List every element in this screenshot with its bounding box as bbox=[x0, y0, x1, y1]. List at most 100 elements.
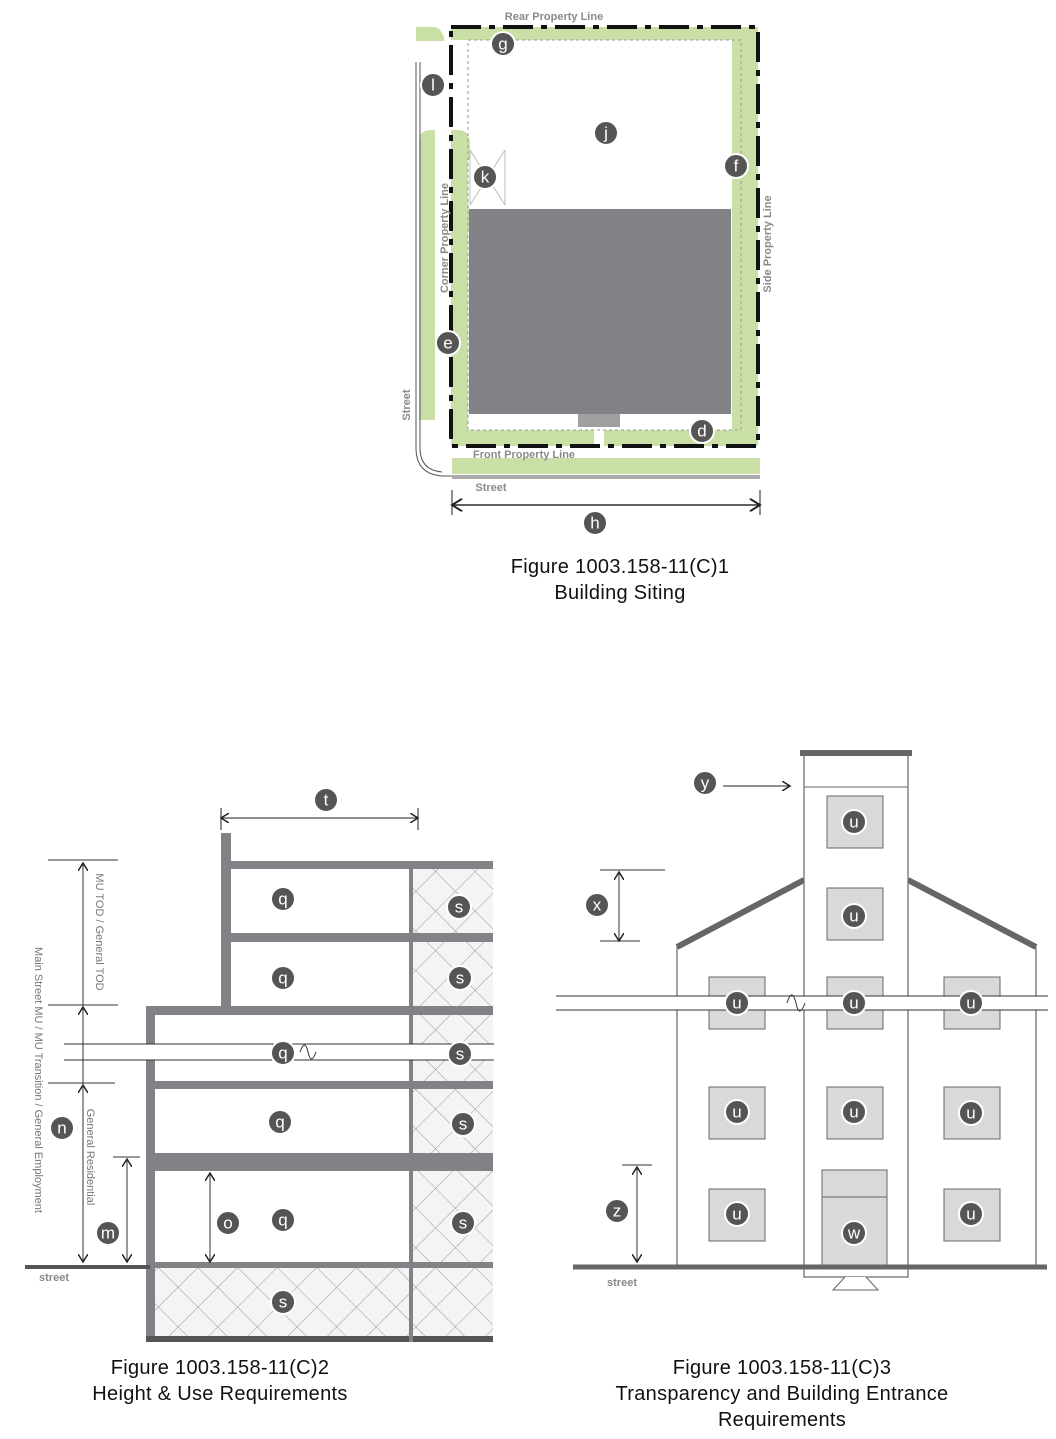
side-property-line-label: Side Property Line bbox=[762, 195, 774, 292]
property-line bbox=[449, 25, 760, 448]
marker-figure2: n bbox=[49, 1115, 75, 1141]
marker-letter: s bbox=[279, 1293, 288, 1312]
mu-tod-label: MU TOD / General TOD bbox=[93, 873, 105, 990]
marker-figure1: h bbox=[582, 510, 608, 536]
marker-circle-icon bbox=[724, 1201, 750, 1227]
marker-figure3: u bbox=[958, 1201, 984, 1227]
marker-circle-icon bbox=[49, 1115, 75, 1141]
marker-letter: f bbox=[734, 157, 739, 176]
marker-letter: s bbox=[459, 1115, 468, 1134]
marker-letter: g bbox=[498, 35, 507, 54]
marker-figure3: u bbox=[724, 990, 750, 1016]
marker-figure3: x bbox=[584, 892, 610, 918]
marker-circle-icon bbox=[593, 120, 619, 146]
marker-letter: e bbox=[443, 334, 452, 353]
marker-circle-icon bbox=[215, 1210, 241, 1236]
marker-letter: q bbox=[275, 1113, 284, 1132]
figure3-caption-title-cont: Requirements bbox=[717, 1409, 847, 1431]
marker-figure2: q bbox=[270, 1207, 296, 1233]
marker-circle-icon bbox=[841, 1220, 867, 1246]
marker-letter: y bbox=[701, 774, 710, 793]
figure2-caption-number: Figure 1003.158-11(C)2 bbox=[110, 1357, 330, 1379]
marker-figure1: g bbox=[490, 31, 516, 57]
street-left-label: Street bbox=[401, 389, 413, 421]
figure-height-use: MU TOD / General TOD Main Street MU / MU… bbox=[25, 808, 494, 1342]
figure1-caption-number: Figure 1003.158-11(C)1 bbox=[510, 556, 730, 578]
marker-letter: q bbox=[278, 969, 287, 988]
marker-figure1: k bbox=[472, 164, 498, 190]
marker-letter: h bbox=[590, 514, 599, 533]
marker-figure1: l bbox=[420, 72, 446, 98]
marker-circle-icon bbox=[270, 886, 296, 912]
marker-letter: s bbox=[455, 898, 464, 917]
general-residential-label: General Residential bbox=[84, 1109, 96, 1206]
marker-circle-icon bbox=[472, 164, 498, 190]
marker-letter: s bbox=[456, 969, 465, 988]
marker-circle-icon bbox=[95, 1220, 121, 1246]
street-label-fig3: street bbox=[607, 1277, 637, 1289]
figure-building-siting: Rear Property Line Side Property Line Co… bbox=[401, 11, 774, 515]
marker-circle-icon bbox=[724, 1099, 750, 1125]
street-verge-front bbox=[452, 458, 760, 474]
marker-figure2: s bbox=[270, 1289, 296, 1315]
marker-figure3: w bbox=[841, 1220, 867, 1246]
marker-letter: u bbox=[732, 1205, 741, 1224]
marker-figure2: s bbox=[447, 965, 473, 991]
rear-property-line-label: Rear Property Line bbox=[505, 11, 603, 23]
marker-circle-icon bbox=[841, 1099, 867, 1125]
marker-figure1: d bbox=[689, 418, 715, 444]
marker-letter: u bbox=[732, 994, 741, 1013]
front-property-line-label: Front Property Line bbox=[473, 449, 575, 461]
marker-figure2: s bbox=[450, 1111, 476, 1137]
marker-figure2: t bbox=[313, 787, 339, 813]
figure3-caption-title: Transparency and Building Entrance bbox=[615, 1383, 949, 1405]
marker-letter: q bbox=[278, 1211, 287, 1230]
marker-letter: q bbox=[278, 1044, 287, 1063]
marker-circle-icon bbox=[958, 1201, 984, 1227]
marker-circle-icon bbox=[582, 510, 608, 536]
marker-letter: u bbox=[966, 1205, 975, 1224]
marker-circle-icon bbox=[841, 903, 867, 929]
street-verge-left bbox=[419, 130, 435, 420]
marker-figure1: e bbox=[435, 330, 461, 356]
marker-circle-icon bbox=[270, 1040, 296, 1066]
marker-circle-icon bbox=[435, 330, 461, 356]
marker-figure3: z bbox=[604, 1198, 630, 1224]
marker-circle-icon bbox=[270, 1207, 296, 1233]
marker-figure3: u bbox=[724, 1099, 750, 1125]
marker-figure2: s bbox=[447, 1041, 473, 1067]
marker-figure3: u bbox=[841, 903, 867, 929]
marker-figure3: u bbox=[841, 1099, 867, 1125]
marker-figure2: q bbox=[270, 886, 296, 912]
main-street-label: Main Street MU / MU Transition / General… bbox=[32, 947, 44, 1213]
marker-circle-icon bbox=[724, 990, 750, 1016]
marker-circle-icon bbox=[447, 1041, 473, 1067]
marker-letter: u bbox=[966, 994, 975, 1013]
figure2-caption-title: Height & Use Requirements bbox=[92, 1383, 348, 1405]
marker-figure1: j bbox=[593, 120, 619, 146]
marker-figure2: o bbox=[215, 1210, 241, 1236]
marker-letter: u bbox=[732, 1103, 741, 1122]
marker-figure3: u bbox=[958, 1100, 984, 1126]
marker-circle-icon bbox=[420, 72, 446, 98]
marker-letter: t bbox=[324, 791, 329, 810]
street-bottom-label: Street bbox=[475, 482, 507, 494]
marker-letter: z bbox=[613, 1202, 622, 1221]
marker-figure1: f bbox=[723, 153, 749, 179]
marker-circle-icon bbox=[841, 990, 867, 1016]
marker-figure3: u bbox=[841, 809, 867, 835]
marker-circle-icon bbox=[958, 1100, 984, 1126]
marker-figure3: u bbox=[724, 1201, 750, 1227]
marker-circle-icon bbox=[584, 892, 610, 918]
marker-figure2: q bbox=[267, 1109, 293, 1135]
marker-circle-icon bbox=[267, 1109, 293, 1135]
marker-figure3: y bbox=[692, 770, 718, 796]
marker-circle-icon bbox=[446, 894, 472, 920]
figure2-caption: Figure 1003.158-11(C)2 Height & Use Requ… bbox=[40, 1355, 400, 1407]
corner-property-line-label: Corner Property Line bbox=[439, 183, 451, 293]
marker-letter: u bbox=[849, 813, 858, 832]
marker-figure2: q bbox=[270, 965, 296, 991]
marker-circle-icon bbox=[450, 1111, 476, 1137]
marker-figure3: u bbox=[841, 990, 867, 1016]
